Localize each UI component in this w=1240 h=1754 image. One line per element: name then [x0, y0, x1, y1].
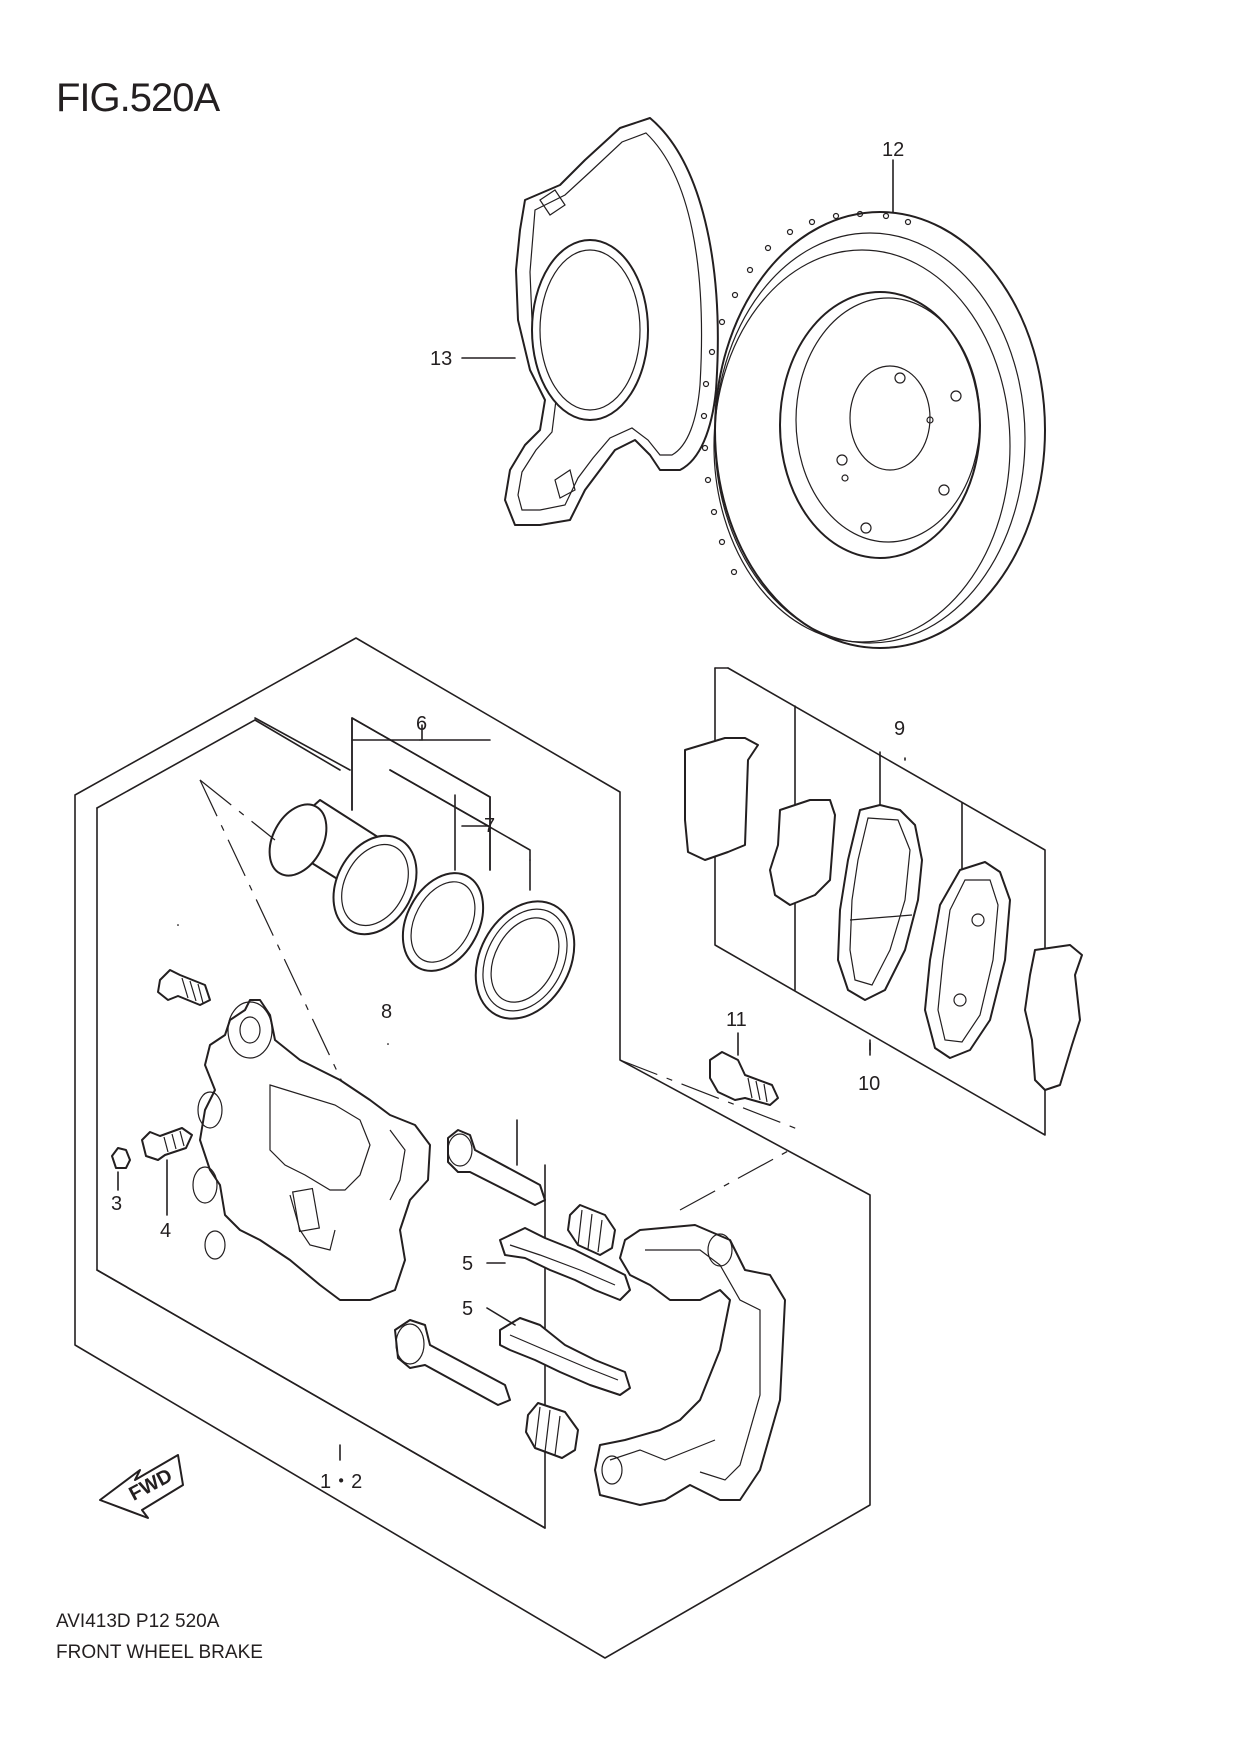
bracket-bolt-part-11[interactable] [709, 1051, 779, 1106]
callout-1-2: 1・2 [320, 1471, 362, 1493]
dust-shield-part-13[interactable] [504, 117, 719, 526]
bleeder-cap-part-3[interactable] [111, 1147, 131, 1169]
figure-name: FRONT WHEEL BRAKE [56, 1642, 263, 1663]
piston-boot[interactable] [456, 884, 594, 1036]
caliper-body-part-8[interactable] [192, 999, 431, 1301]
caliper-assembly-outline [74, 637, 871, 1659]
callout-5-upper: 5 [462, 1253, 473, 1275]
callout-bracket-6-7 [351, 717, 491, 871]
callout-10: 10 [858, 1073, 880, 1095]
callout-12: 12 [882, 139, 904, 161]
brake-pad-part-10[interactable] [924, 861, 1011, 1059]
pad-shim-outer-right[interactable] [1024, 944, 1083, 1091]
callout-6: 6 [416, 713, 427, 735]
callout-13: 13 [430, 348, 452, 370]
figure-title: FIG.520A [56, 76, 220, 120]
pin-boot-lower[interactable] [525, 1402, 579, 1459]
guide-pin-upper[interactable] [447, 1129, 546, 1206]
caliper-bolt[interactable] [157, 969, 211, 1006]
callout-9: 9 [894, 718, 905, 740]
callout-3: 3 [111, 1193, 122, 1215]
bleeder-screw-part-4[interactable] [141, 1127, 193, 1161]
fwd-arrow-icon: FWD [99, 1454, 184, 1519]
pad-shim-outer-left[interactable] [684, 737, 759, 861]
piston-seal-part-7[interactable] [387, 859, 499, 985]
caliper-bracket[interactable] [594, 1224, 786, 1506]
callout-4: 4 [160, 1220, 171, 1242]
callout-8: 8 [381, 1001, 392, 1023]
guide-lines [199, 779, 801, 1211]
pad-clip-upper-part-5[interactable] [499, 1227, 631, 1301]
pin-boot-upper[interactable] [567, 1204, 616, 1256]
pad-shim-inner-left[interactable] [769, 799, 836, 906]
guide-pin-lower[interactable] [394, 1319, 511, 1406]
callout-11: 11 [726, 1009, 747, 1031]
callout-7: 7 [484, 815, 495, 837]
pad-clip-lower-part-5[interactable] [499, 1317, 631, 1396]
callout-leaders [117, 159, 894, 1461]
caliper-piston-part-6[interactable] [258, 795, 433, 949]
brake-pad-part-9[interactable] [837, 804, 923, 1001]
callout-numbers: 12 13 6 7 9 8 11 10 5 5 3 4 1・2 [111, 139, 905, 1493]
disc-vent-holes [700, 210, 912, 576]
brake-disc-part-12[interactable] [700, 210, 1046, 649]
callout-5-lower: 5 [462, 1298, 473, 1320]
figure-code: AVI413D P12 520A [56, 1611, 220, 1632]
